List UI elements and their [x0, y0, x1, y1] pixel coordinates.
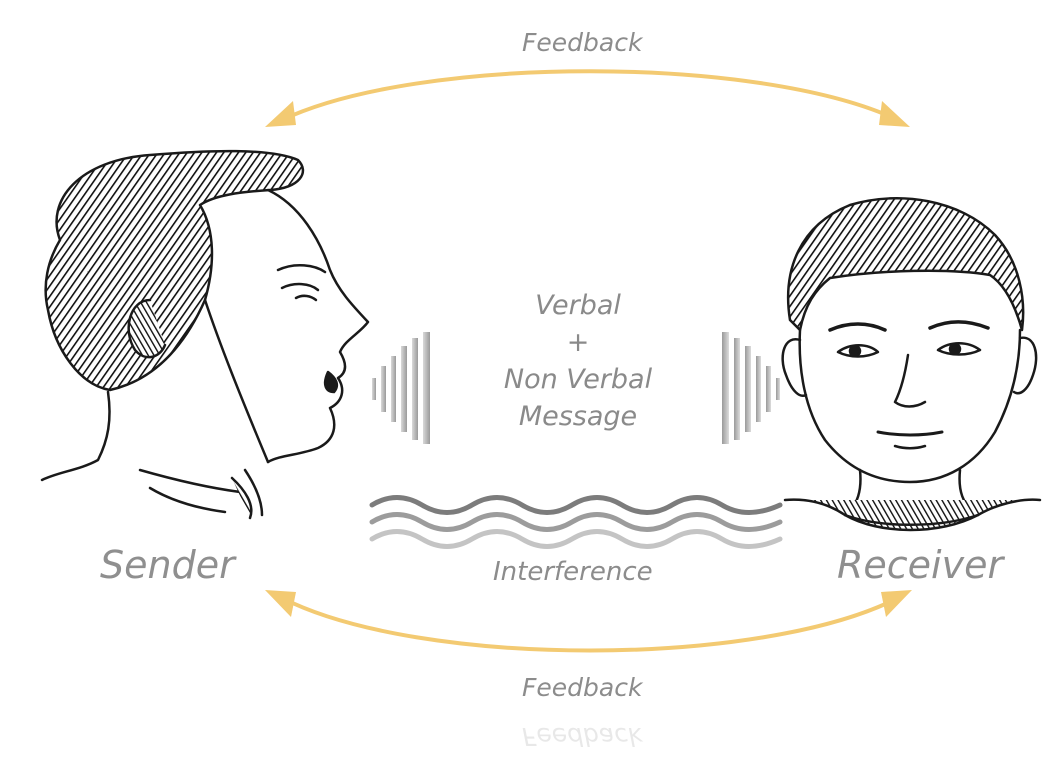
sound-waves-in-icon: [722, 332, 780, 444]
feedback-bottom-label: Feedback: [522, 673, 642, 702]
interference-waves-icon: [372, 498, 780, 547]
message-line-nonverbal: Non Verbal: [478, 361, 678, 398]
receiver-label: Receiver: [837, 543, 1003, 587]
message-line-message: Message: [478, 398, 678, 435]
feedback-bottom-arrow: [265, 590, 912, 651]
message-line-verbal: Verbal: [478, 287, 678, 324]
feedback-reflection: Feedback: [522, 722, 642, 751]
sender-label: Sender: [100, 543, 235, 587]
sound-waves-out-icon: [372, 332, 430, 444]
feedback-top-arrow: [265, 71, 910, 127]
message-label: Verbal + Non Verbal Message: [478, 287, 678, 435]
message-line-plus: +: [478, 324, 678, 361]
sender-head-icon: [42, 151, 368, 518]
feedback-top-label: Feedback: [522, 28, 642, 57]
receiver-head-icon: [783, 198, 1040, 530]
interference-label: Interference: [493, 557, 653, 587]
